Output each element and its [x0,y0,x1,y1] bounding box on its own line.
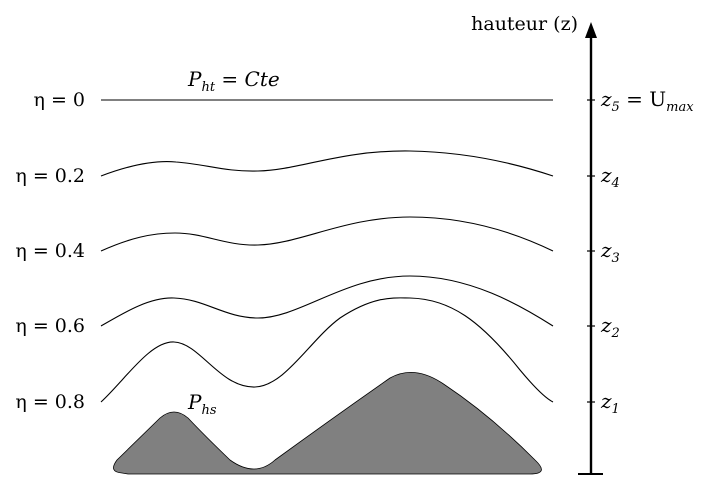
surface-pressure-label: Phs [187,390,217,418]
z-label-3: z3 [600,238,620,266]
axis-label: hauteur (z) [471,13,578,35]
eta-line-06 [100,275,554,327]
z-label-5: z5 = Umax [600,87,694,115]
z-label-4: z4 [600,163,620,191]
z-label-2: z2 [600,313,620,341]
eta-label-02: η = 0.2 [15,165,85,187]
eta-label-04: η = 0.4 [15,240,85,262]
top-pressure-label: Pht = Cte [187,67,280,95]
eta-line-08 [100,297,554,403]
eta-label-08: η = 0.8 [15,391,85,413]
eta-line-02 [100,150,554,177]
eta-label-0: η = 0 [34,89,85,111]
terrain-shape [113,372,542,475]
z-label-1: z1 [600,389,620,417]
eta-line-04 [100,216,554,252]
eta-label-06: η = 0.6 [15,315,85,337]
axis-arrowhead-icon [585,22,597,38]
